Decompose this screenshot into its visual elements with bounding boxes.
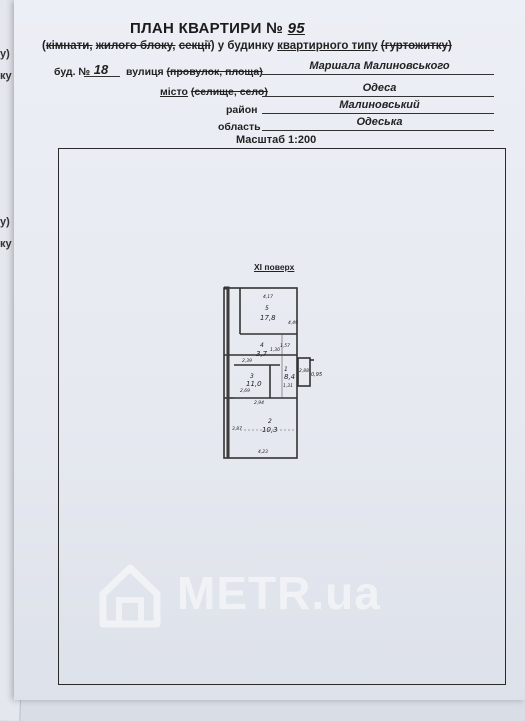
watermark-text: METR.ua bbox=[177, 567, 381, 619]
document-subtitle: (кімнати, жилого блоку, секції) у будинк… bbox=[42, 40, 452, 52]
dimension-label: 3,87 bbox=[232, 426, 242, 432]
floor-plan: 5 17,8 4 3,7 3 11,0 1 8,4 2 10,3 4,17 4,… bbox=[223, 286, 322, 459]
dimension-label: 1,30 bbox=[270, 347, 280, 353]
underline bbox=[262, 74, 494, 75]
room-number: 4 bbox=[260, 342, 264, 349]
document-title: ПЛАН КВАРТИРИ № 95 bbox=[130, 20, 305, 37]
dimension-label: 1,31 bbox=[283, 383, 293, 389]
district-label: район bbox=[226, 104, 258, 116]
room-area: 11,0 bbox=[246, 380, 262, 388]
room-number: 3 bbox=[250, 373, 254, 380]
building-number: 18 bbox=[93, 62, 109, 77]
underline bbox=[84, 76, 120, 77]
room-area: 17,8 bbox=[260, 314, 276, 322]
region-label: область bbox=[218, 121, 261, 133]
plan-frame bbox=[58, 148, 506, 685]
dimension-label: 2,39 bbox=[242, 358, 252, 364]
underline bbox=[262, 96, 494, 97]
region-value: Одеська bbox=[356, 116, 403, 128]
underline bbox=[262, 113, 494, 114]
document-sheet bbox=[14, 0, 525, 700]
room-area: 10,3 bbox=[262, 426, 278, 434]
dimension-label: 4,49 bbox=[288, 320, 298, 326]
dimension-label: 2,69 bbox=[240, 388, 250, 394]
district-value: Малиновський bbox=[339, 99, 420, 111]
room-area: 8,4 bbox=[284, 373, 295, 381]
scale-label: Масштаб 1:200 bbox=[236, 134, 317, 146]
watermark: METR.ua bbox=[95, 560, 455, 630]
underlying-text: у) bbox=[0, 48, 10, 60]
underlying-text: у) bbox=[0, 216, 10, 228]
building-label: буд. № bbox=[54, 66, 91, 78]
room-area: 3,7 bbox=[256, 350, 268, 358]
dimension-label: 4,17 bbox=[263, 294, 273, 300]
underline bbox=[262, 130, 494, 131]
plan-balcony bbox=[297, 357, 311, 387]
room-number: 5 bbox=[265, 305, 269, 312]
room-number: 1 bbox=[284, 366, 288, 373]
dimension-label: 2,94 bbox=[254, 400, 264, 406]
city-label: місто (селище, село) bbox=[160, 86, 268, 98]
house-logo-icon bbox=[99, 564, 161, 628]
apartment-number: 95 bbox=[287, 20, 305, 37]
dimension-label: 1,57 bbox=[280, 343, 290, 349]
plan-outer-wall bbox=[223, 287, 298, 459]
underlying-text: ку bbox=[0, 238, 12, 250]
room-number: 2 bbox=[268, 418, 272, 425]
underlying-text: ку bbox=[0, 70, 12, 82]
dimension-label: 2,88 bbox=[299, 368, 309, 374]
floor-label: XI поверх bbox=[254, 262, 295, 272]
street-value: Маршала Малиновського bbox=[309, 60, 450, 72]
city-value: Одеса bbox=[362, 82, 397, 94]
dimension-label: 4,23 bbox=[258, 449, 268, 455]
street-label: вулиця (провулок, площа) bbox=[126, 66, 263, 78]
dimension-label: 0,95 bbox=[311, 372, 322, 378]
